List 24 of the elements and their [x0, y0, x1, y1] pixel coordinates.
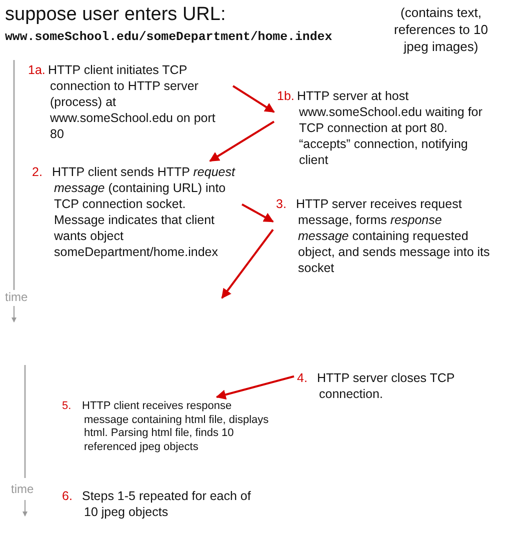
arrow — [216, 375, 294, 400]
arrow — [221, 229, 274, 299]
step-description: Steps 1-5 repeated for each of 10 jpeg objects — [82, 489, 251, 519]
step-description: HTTP client receives response message containing html file, displays html. Parsing html file, finds 10 referenced jpeg objects — [82, 400, 269, 452]
url-text: www.someSchool.edu/someDepartment/home.index — [5, 30, 332, 44]
step-number: 4. — [297, 370, 308, 386]
note: (contains text, references to 10 jpeg images) — [393, 4, 489, 55]
time-label: time — [5, 290, 28, 304]
arrow — [209, 120, 275, 162]
arrow — [242, 203, 274, 222]
step-number: 3. — [276, 196, 288, 212]
step-number: 2. — [32, 164, 44, 180]
time-label: time — [11, 482, 34, 496]
step-number: 1b. — [277, 88, 296, 104]
step-number: 1a. — [28, 62, 46, 78]
step-description: HTTP client initiates TCP connection to HTTP server (process) at www.someSchool.edu on port 80 — [48, 63, 216, 141]
step-description: HTTP server closes TCP connection. — [317, 371, 455, 401]
step-description: HTTP server at host www.someSchool.edu waiting for TCP connection at port 80. “accepts” connection, notifying client — [297, 89, 482, 167]
heading: suppose user enters URL: — [5, 4, 226, 26]
step-description: HTTP client sends HTTP request message (containing URL) into TCP connection socket. Message indicates that client wants object someDepartment/home.index — [52, 165, 235, 259]
step-description: HTTP server receives request message, forms response message containing requested object, and sends message into its socket — [296, 197, 490, 275]
step-number: 5. — [62, 400, 72, 414]
arrow — [232, 85, 275, 113]
step-number: 6. — [62, 488, 74, 504]
